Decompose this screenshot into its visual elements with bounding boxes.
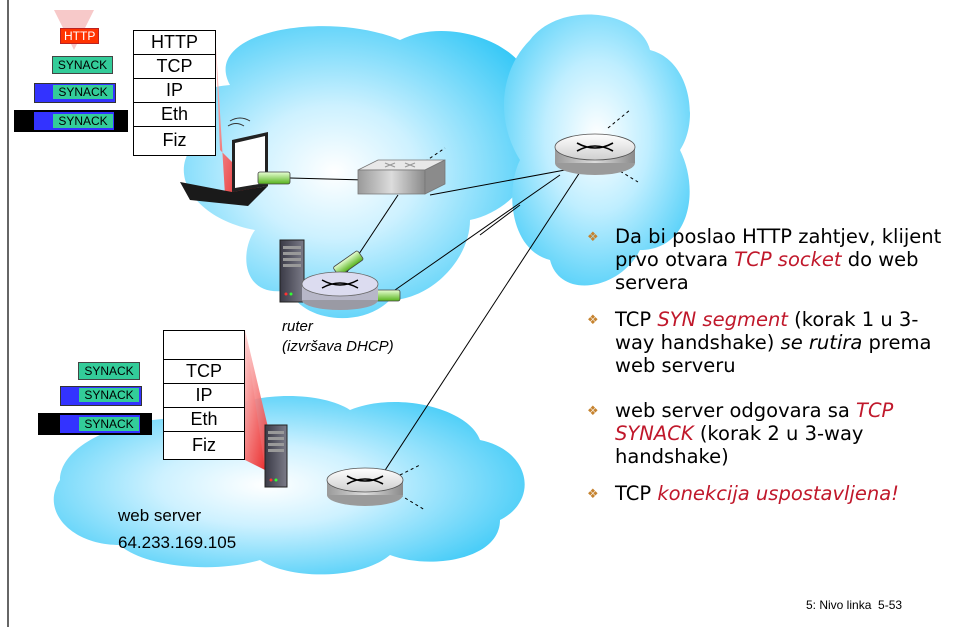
bullet-item: ❖ TCP konekcija uspostavljena! [583,482,943,505]
link-router-dash1 [607,109,631,129]
link-internet-server [379,171,581,479]
router-label-role: (izvršava DHCP) [282,338,394,355]
server-ip-payload: SYNACK [79,388,139,402]
client-tcp-segment: SYNACK [52,56,113,74]
http-message-packet: HTTP [60,28,100,44]
web-server-label: web server [118,506,202,525]
internet-router-icon [554,133,636,175]
bullet-text: TCP [615,482,658,505]
bullet-text: web server odgovara sa [615,399,857,422]
link-internet-dash [479,204,521,236]
client-layer-ip: IP [133,78,216,103]
dhcp-router-icon [301,271,379,310]
bullet-text: do web servera [615,248,919,294]
client-layer-eth: Eth [133,102,216,127]
bullet-text: TCP SYNACK [615,399,894,445]
bullet-text: prema web serveru [615,331,932,377]
bullet-text: TCP socket [734,248,842,271]
bullet-text: Da bi poslao HTTP zahtjev, klijent prvo … [615,225,942,271]
bullet-item: ❖ Da bi poslao HTTP zahtjev, klijent prvo… [583,225,943,294]
server-layer-tcp: TCP [163,359,245,384]
server-tcp-segment: SYNACK [78,362,140,380]
bullet-text: (korak 2 u 3-way handshake) [615,422,864,468]
client-layer-http: HTTP [133,30,216,55]
link-laptop-switch [289,177,366,181]
web-server-ip: 64.233.169.105 [118,533,237,552]
bullet-text: SYN segment [657,308,788,331]
bullet-mark-icon: ❖ [587,404,599,419]
server-eth-payload: SYNACK [79,417,139,431]
client-layer-fiz: Fiz [133,126,216,156]
server-layer-fiz: Fiz [163,431,245,460]
bullet-text: se rutira [780,331,863,354]
bullet-item: ❖ web server odgovara sa TCP SYNACK (kora… [583,399,943,468]
bullet-mark-icon: ❖ [587,230,599,245]
server-layer-empty [163,330,245,360]
explanation-bullets: ❖ Da bi poslao HTTP zahtjev, klijent prvo… [583,225,943,519]
router-label-name: ruter [282,318,313,335]
client-network-cloud [169,26,537,319]
link-switch-internet [429,169,566,196]
laptop-plug-icon [257,171,291,185]
web-server-icon [264,424,288,488]
bullet-mark-icon: ❖ [587,313,599,328]
client-ip-payload: SYNACK [53,85,113,99]
bullet-text: konekcija uspostavljena! [657,482,899,505]
server-router-icon [326,467,404,506]
client-eth-payload: SYNACK [53,114,113,128]
client-layer-tcp: TCP [133,54,216,79]
bullet-text: TCP [615,308,658,331]
link-server-router-dash [399,464,421,476]
dhcp-server-icon [279,239,305,303]
link-server-router-dash2 [399,494,426,511]
slide-footer: 5: Nivo linka 5-53 [806,598,903,612]
server-layer-ip: IP [163,383,245,408]
link-switch-dash [419,147,446,166]
server-layer-eth: Eth [163,407,245,432]
bullet-mark-icon: ❖ [587,487,599,502]
bullet-text: (korak 1 u 3-way handshake) [615,308,919,354]
bullet-item: ❖ TCP SYN segment (korak 1 u 3-way handsh… [583,308,943,377]
switch-icon [357,159,446,195]
link-router-internet [394,174,561,291]
